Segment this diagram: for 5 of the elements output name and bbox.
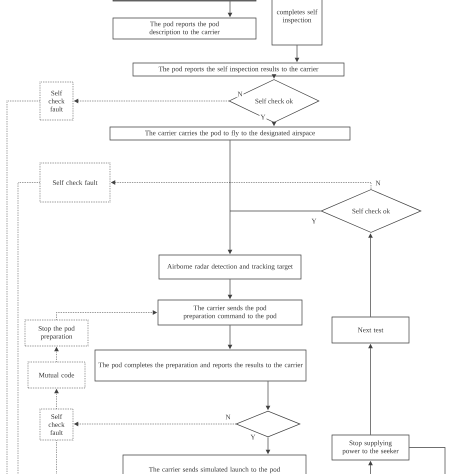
connector-line [56,440,57,474]
connector-line [230,210,321,212]
connector-line [6,100,40,474]
connector-line [18,182,40,474]
connector-line [409,447,446,474]
